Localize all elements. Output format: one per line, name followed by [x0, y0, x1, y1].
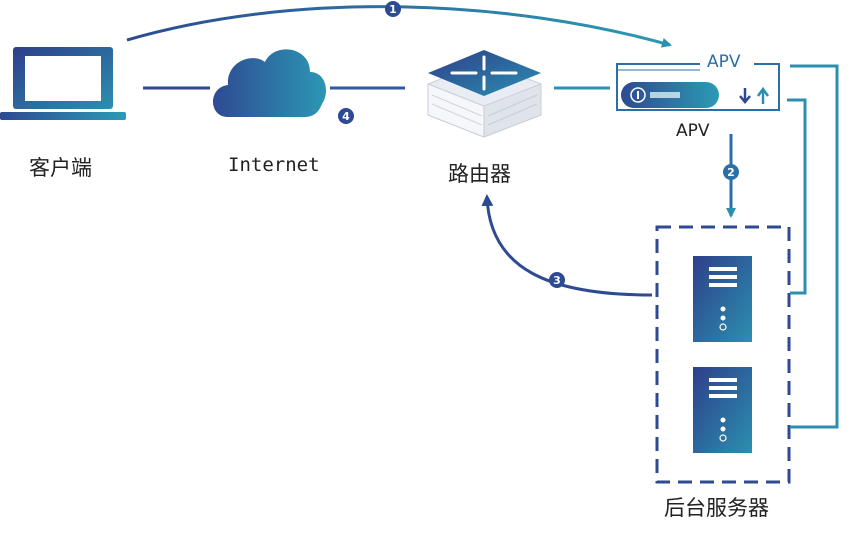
apv-device-label: APV [707, 52, 741, 72]
svg-text:2: 2 [727, 166, 735, 179]
apv-server-links [787, 64, 839, 429]
router-label: 路由器 [448, 162, 511, 186]
laptop-icon [0, 47, 126, 120]
step-badge-4: 4 [338, 108, 354, 124]
servers-label: 后台服务器 [664, 496, 769, 520]
flow-arrow-3 [481, 194, 653, 297]
svg-text:1: 1 [389, 3, 397, 16]
svg-text:3: 3 [553, 274, 561, 287]
step-badge-2: 2 [723, 164, 739, 180]
server-cluster-box [655, 225, 791, 484]
cloud-icon [213, 49, 326, 117]
client-label: 客户端 [29, 156, 92, 180]
router-icon [427, 50, 542, 138]
step-badge-3: 3 [549, 272, 565, 288]
server-icon [693, 367, 752, 453]
svg-text:4: 4 [342, 110, 350, 123]
apv-label: APV [676, 121, 710, 141]
apv-device-icon [616, 57, 780, 111]
flow-arrow-1 [126, 5, 672, 48]
internet-label: Internet [228, 154, 320, 176]
step-badge-1: 1 [385, 1, 401, 17]
server-icon [693, 256, 752, 342]
